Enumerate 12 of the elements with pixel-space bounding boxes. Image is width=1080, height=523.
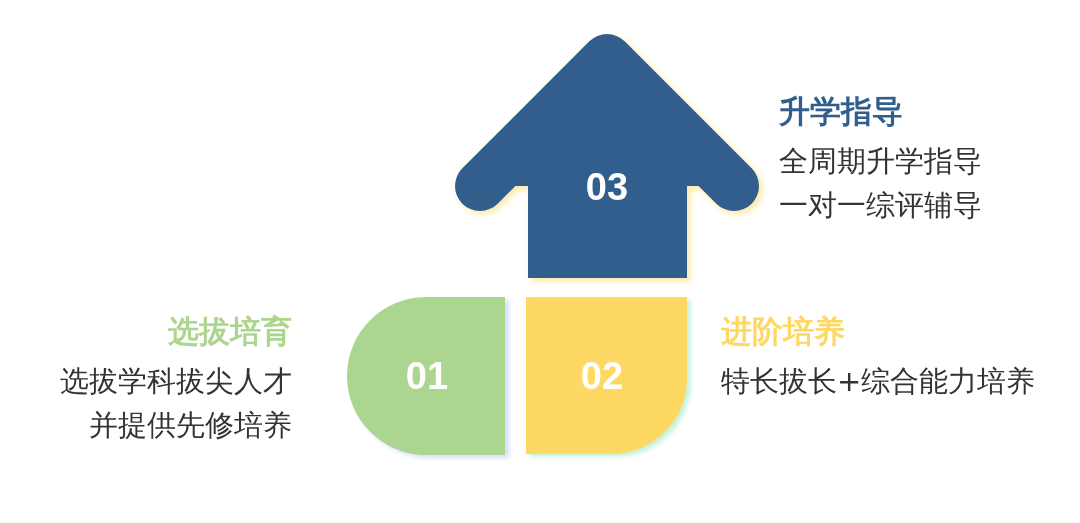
step-heading: 选拔培育 bbox=[167, 312, 292, 351]
rounded-corner-shape bbox=[526, 297, 687, 454]
step-description: 选拔学科拔尖人才并提供先修培养 bbox=[59, 363, 292, 444]
step-heading: 升学指导 bbox=[779, 92, 904, 131]
step-number: 01 bbox=[405, 357, 449, 395]
step-description: 特长拔长+综合能力培养 bbox=[721, 363, 1037, 400]
half-round-shape bbox=[347, 297, 505, 455]
step-number: 02 bbox=[580, 357, 624, 395]
step-description: 全周期升学指导 bbox=[779, 143, 983, 180]
step-number: 03 bbox=[585, 168, 629, 206]
step-heading: 进阶培养 bbox=[721, 312, 846, 351]
step-description: 一对一综评辅导 bbox=[779, 187, 983, 224]
